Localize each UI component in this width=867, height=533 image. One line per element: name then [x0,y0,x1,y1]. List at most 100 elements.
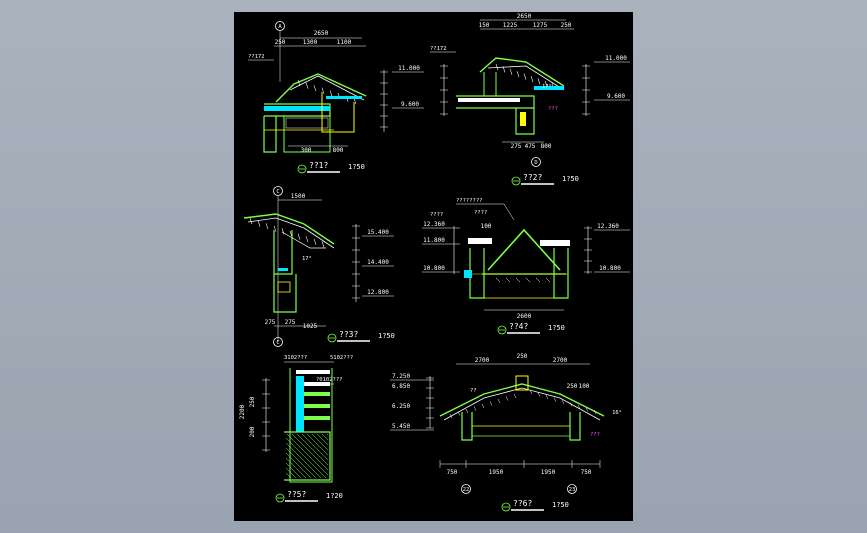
parapet-outline [321,92,355,133]
dimension-label: 10.800 [599,265,621,272]
hatch-line [285,447,317,479]
hatch-line [285,462,302,479]
roof-tile [443,387,601,421]
detail-title: ??2? [523,173,542,182]
dimension-label: 275 [265,319,276,326]
tile-hatch [569,402,573,407]
dimension-label: 14.400 [367,259,389,266]
dimension-label: 9.600 [607,93,625,100]
tile-hatch [537,78,541,85]
grid-axis-label-circle [275,21,285,31]
hatch-line [306,433,329,456]
eave-cyan-band [264,106,330,111]
tile-hatch [502,66,506,73]
dimension-label: 275 [285,319,296,326]
bracket [281,231,326,249]
dimension-label: 1950 [541,469,556,476]
roof-slab-left [468,238,492,244]
dimension-label: 250 [249,396,256,407]
column-left [461,412,473,441]
sill-cyan [278,268,288,271]
grid-axis-label: 23 [569,487,576,493]
dimension-label: 800 [541,143,552,150]
dimension-label: 2700 [553,357,568,364]
grid-axis-label-circle [531,157,541,167]
dimension-label: 6.250 [392,403,410,410]
dimension-label: 1225 [503,22,518,29]
annotation-text: 17° [542,84,552,90]
wall-column [263,116,277,153]
dimension-label: 11.800 [423,237,445,244]
dimension-label: 12.360 [423,221,445,228]
hatch-line [285,457,307,479]
cap-band [296,370,330,374]
detail-4: ????????????????12.36011.80010.80012.360… [422,198,630,335]
dimension-label: 12.360 [597,223,619,230]
detail-title: ??6? [513,499,532,508]
dimension-label: 15.400 [367,229,389,236]
detail-scale: 1?50 [552,501,569,509]
roof-slab-right [540,240,570,246]
hatch-line [296,433,329,466]
dimension-label: 100 [579,383,590,390]
wall-column [515,108,535,135]
hatch-mark [535,277,541,283]
detail-title: ??3? [339,330,358,339]
annotation-text: ??? [590,432,600,438]
dimension-label: 12.800 [367,289,389,296]
tile-hatch [523,73,527,80]
dimension-label: 100 [481,223,492,230]
grid-axis-label-circle [567,484,577,494]
tile-hatch [313,85,317,92]
title-marker [497,325,507,335]
tile-hatch [273,225,277,232]
hatch-line [316,433,329,446]
grid-axis-label: 22 [463,487,470,493]
masonry-outline [284,431,331,481]
hatch-line [321,433,329,441]
dimension-label: 2200 [239,404,246,419]
tile-hatch [465,408,469,414]
tile-hatch [593,409,597,415]
angle-label: ?? [470,388,477,394]
roof-tile [247,217,335,249]
tile-hatch [265,223,269,230]
tile-hatch [509,68,513,75]
gutter-cyan [326,96,362,99]
tile-hatch [329,90,333,97]
green-band-1 [304,392,330,396]
tile-hatch [495,63,499,71]
angle-label: 16° [612,410,622,416]
hatch-line [285,467,297,479]
tile-hatch [530,75,534,83]
annotation-text: ??172 [430,46,447,52]
dimension-label: 1275 [533,22,548,29]
tile-hatch [473,406,477,411]
tile-hatch [257,220,261,227]
tile-hatch [457,411,461,416]
tile-hatch [297,233,301,240]
tile-hatch [489,401,493,406]
dimension-label: 275 [511,143,522,150]
hatch-mark [515,277,521,283]
tile-hatch [353,98,357,105]
gutter-cyan [534,86,564,90]
detail-title: ??1? [309,161,328,170]
ridge-block [515,375,529,391]
detail-scale: 1?50 [348,163,365,171]
hatch-mark [505,277,511,283]
tile-hatch [249,217,253,225]
angle-label: 17° [302,256,312,262]
tile-hatch [305,236,309,243]
tile-hatch [544,80,548,87]
grid-axis-label: C [276,340,279,346]
white-band [304,382,330,386]
tile-hatch [481,403,485,409]
dimension-label: 750 [581,469,592,476]
dimension-label: 475 [525,143,536,150]
dimension-label: 250 [517,353,528,360]
column [273,230,293,275]
